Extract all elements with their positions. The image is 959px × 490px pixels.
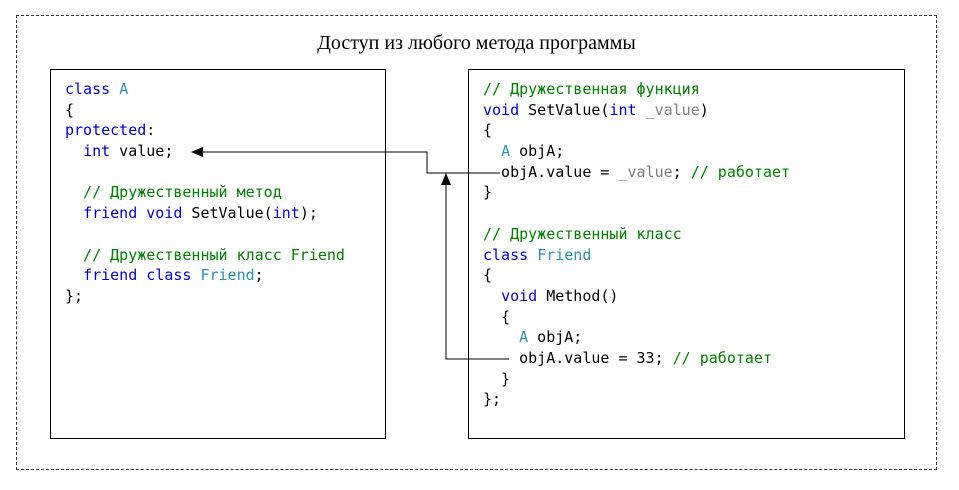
code-token: int [83, 142, 111, 161]
code-line [65, 162, 345, 183]
code-token: friend [83, 204, 138, 223]
code-token [137, 266, 146, 284]
code-token: A [501, 142, 511, 161]
code-line [483, 203, 790, 224]
code-token: A [519, 328, 529, 347]
code-token: friend [83, 266, 138, 285]
code-token: { [65, 100, 75, 119]
code-token [637, 101, 646, 119]
code-token: int [609, 100, 637, 119]
code-token: _value [645, 100, 700, 119]
code-line: // Дружественный метод [65, 182, 345, 203]
code-token: }; [483, 390, 502, 409]
code-token: { [483, 266, 493, 285]
code-token [65, 142, 83, 160]
code-token: // работает [690, 162, 791, 181]
code-token [528, 246, 537, 264]
code-line: { [483, 120, 790, 141]
code-token [65, 204, 83, 222]
code-token: void [146, 204, 183, 223]
friends-code: // Дружественная функция void SetValue(in… [483, 79, 790, 410]
code-token: Friend [537, 245, 592, 264]
code-line: A objA; [483, 141, 790, 162]
code-token: value; [110, 142, 174, 161]
code-token: protected [65, 121, 147, 140]
code-token: } [483, 369, 511, 388]
code-token: objA; [510, 142, 565, 161]
code-token: void [483, 100, 520, 119]
code-token: objA; [528, 328, 583, 347]
code-token: A [119, 80, 129, 98]
class-a-code: class A{protected: int value; // Дружест… [65, 79, 345, 307]
friends-box: // Дружественная функция void SetValue(in… [468, 69, 905, 439]
code-token [137, 204, 146, 222]
code-token: Friend [200, 266, 255, 285]
code-token: // работает [672, 348, 772, 367]
code-token [483, 142, 501, 160]
code-token: class [65, 80, 120, 98]
code-line: { [483, 307, 790, 328]
code-token: // Дружественный класс [483, 224, 682, 243]
code-token: { [483, 121, 493, 140]
code-token: { [483, 307, 511, 326]
code-line: friend class Friend; [65, 265, 345, 286]
diagram-title: Доступ из любого метода программы [317, 32, 636, 54]
code-token: }; [65, 286, 84, 305]
code-token: _value [618, 162, 673, 181]
code-line: void SetValue(int _value) [483, 100, 790, 121]
code-line: } [483, 182, 790, 203]
code-token: // Дружественная функция [483, 80, 700, 98]
code-line: // Дружественная функция [483, 79, 790, 100]
code-token: void [501, 286, 538, 305]
code-line: { [483, 265, 790, 286]
code-token: class [146, 266, 192, 285]
code-token: SetValue( [519, 100, 610, 119]
code-token: Method() [537, 286, 619, 305]
code-line: void Method() [483, 286, 790, 307]
code-token: // Дружественный класс Friend [65, 245, 345, 264]
code-line: // Дружественный класс [483, 224, 790, 245]
code-line: class Friend [483, 245, 790, 266]
code-token: ; [672, 162, 691, 181]
code-line: friend void SetValue(int); [65, 203, 345, 224]
code-line: class A [65, 79, 345, 100]
code-token [65, 266, 83, 284]
code-token: // Дружественный метод [65, 183, 282, 202]
code-token: : [146, 121, 156, 140]
code-token: objA.value = [483, 162, 619, 181]
code-token: ) [699, 100, 709, 119]
code-line: objA.value = _value; // работает [483, 162, 790, 183]
code-line: }; [483, 389, 790, 410]
code-line [65, 224, 345, 245]
code-line: // Дружественный класс Friend [65, 245, 345, 266]
code-line: int value; [65, 141, 345, 162]
code-line: objA.value = 33; // работает [483, 348, 790, 369]
program-scope-frame [16, 15, 937, 470]
code-line: }; [65, 286, 345, 307]
code-token [483, 328, 519, 346]
code-line: { [65, 100, 345, 121]
code-token [483, 287, 501, 305]
code-line: } [483, 369, 790, 390]
code-token: int [272, 204, 300, 223]
code-line: protected: [65, 120, 345, 141]
code-token: ; [254, 266, 264, 285]
code-token: SetValue( [182, 204, 273, 223]
code-token: } [483, 183, 493, 202]
code-token: class [483, 245, 529, 264]
code-line: A objA; [483, 327, 790, 348]
code-token: ); [299, 204, 318, 223]
code-token: objA.value = 33; [483, 348, 673, 367]
class-a-box: class A{protected: int value; // Дружест… [50, 69, 386, 439]
